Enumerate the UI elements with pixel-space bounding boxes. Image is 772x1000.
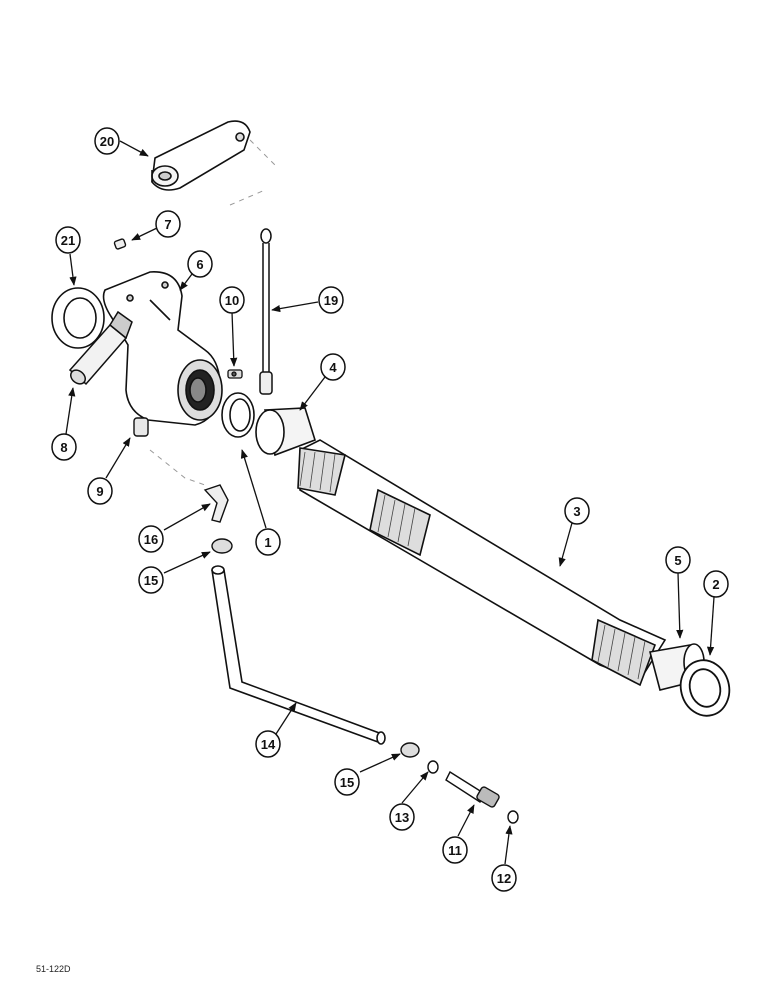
callout-label: 21 — [61, 233, 75, 248]
callout-9: 9 — [87, 477, 113, 505]
part-7-set-screw — [113, 238, 127, 250]
callout-7: 7 — [155, 210, 181, 238]
part-12-o-ring — [507, 810, 519, 824]
callout-20: 20 — [94, 127, 120, 155]
callout-15-lower: 15 — [334, 768, 360, 796]
callout-15-upper: 15 — [138, 566, 164, 594]
callout-label: 4 — [329, 360, 337, 375]
callout-8: 8 — [51, 433, 77, 461]
alignment-lines — [149, 139, 276, 486]
callout-label: 14 — [261, 737, 276, 752]
callout-label: 13 — [395, 810, 409, 825]
callout-21: 21 — [55, 226, 81, 254]
part-8-pin — [68, 310, 133, 386]
callout-label: 9 — [96, 484, 103, 499]
part-11-fitting — [445, 770, 500, 808]
part-13-o-ring — [427, 760, 439, 774]
callout-label: 15 — [144, 573, 158, 588]
callout-16: 16 — [138, 525, 164, 553]
part-3-rockshaft — [297, 439, 667, 687]
callout-19: 19 — [318, 286, 344, 314]
callout-14: 14 — [255, 730, 281, 758]
callout-3: 3 — [564, 497, 590, 525]
part-14-hose — [211, 565, 386, 745]
part-20-lift-link — [151, 120, 251, 191]
callout-label: 12 — [497, 871, 511, 886]
part-2-seal — [679, 659, 731, 717]
callout-label: 2 — [712, 577, 719, 592]
part-6-rockshaft-arm — [102, 271, 223, 426]
callout-12: 12 — [491, 864, 517, 892]
callout-label: 11 — [448, 843, 462, 858]
callout-4: 4 — [320, 353, 346, 381]
part-15-clamp-lower — [400, 742, 420, 758]
part-1-seal — [221, 392, 255, 438]
callout-13: 13 — [389, 803, 415, 831]
leader-lines — [65, 140, 715, 865]
part-21-washer — [51, 287, 105, 349]
callout-label: 15 — [340, 775, 354, 790]
callout-label: 1 — [264, 535, 271, 550]
callout-11: 11 — [442, 836, 468, 864]
callout-label: 20 — [100, 134, 114, 149]
callout-label: 16 — [144, 532, 158, 547]
part-10-fitting — [227, 369, 243, 379]
callout-label: 5 — [674, 553, 681, 568]
callout-label: 8 — [60, 440, 67, 455]
callout-2: 2 — [703, 570, 729, 598]
part-9-bushing — [133, 417, 149, 437]
callout-10: 10 — [219, 286, 245, 314]
callout-label: 3 — [573, 504, 580, 519]
part-16-elbow — [203, 484, 229, 523]
callout-label: 10 — [225, 293, 239, 308]
part-19-dipstick — [259, 228, 273, 395]
part-15-clamp-upper — [211, 538, 233, 554]
callout-label: 6 — [196, 257, 203, 272]
figure-reference: 51-122D — [36, 964, 71, 974]
callout-1: 1 — [255, 528, 281, 556]
callout-5: 5 — [665, 546, 691, 574]
callout-label: 7 — [164, 217, 171, 232]
part-4-sleeve — [255, 407, 316, 457]
callout-label: 19 — [324, 293, 338, 308]
callout-6: 6 — [187, 250, 213, 278]
